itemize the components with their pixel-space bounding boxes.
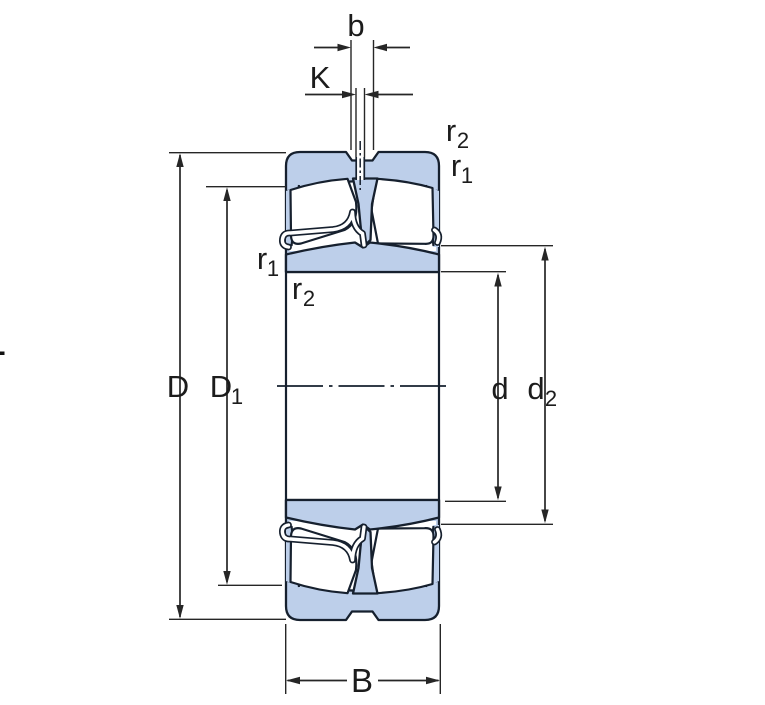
label-r1-left-base: r xyxy=(257,241,267,276)
label-D1-base: D xyxy=(210,369,232,404)
dim-K-arrow-left xyxy=(342,90,356,99)
dim-d-arrow-up xyxy=(494,272,502,287)
label-d2-base: d xyxy=(527,371,544,406)
dim-D: D xyxy=(167,152,286,620)
bearing-lower-half-mirror xyxy=(282,500,439,620)
label-b: b xyxy=(347,8,364,43)
dim-D1-arrow-up xyxy=(223,187,231,201)
dim-D-arrow-up xyxy=(176,153,184,167)
dim-B-extension-lines xyxy=(285,624,441,694)
cage-hook-right-inner xyxy=(432,228,441,245)
dim-D-extension-lines xyxy=(169,152,286,620)
dim-b: b xyxy=(314,8,410,150)
dim-K-extension-lines xyxy=(355,88,366,157)
dim-d: d xyxy=(441,271,509,502)
label-D1-sub: 1 xyxy=(231,384,243,409)
dim-d2: d 2 xyxy=(441,245,557,525)
dim-B-arrow-right xyxy=(426,676,440,685)
dim-K: K xyxy=(305,60,413,157)
label-r1-left-sub: 1 xyxy=(267,256,279,281)
stray-mark xyxy=(0,351,5,355)
dim-B-arrow-left xyxy=(286,676,300,685)
dim-D-arrow-down xyxy=(176,605,184,619)
bearing-upper-half xyxy=(278,150,443,274)
label-d2-sub: 2 xyxy=(545,386,557,411)
label-K: K xyxy=(310,60,331,95)
label-r2-top-sub: 2 xyxy=(457,128,469,153)
dim-d2-extension-lines xyxy=(441,245,553,525)
dim-D1-arrow-down xyxy=(223,571,231,585)
label-d: d xyxy=(491,371,508,406)
lubrication-hole xyxy=(356,159,365,180)
dim-d2-arrow-down xyxy=(541,509,549,524)
label-r2-left-base: r xyxy=(292,271,302,306)
label-r1-top-sub: 1 xyxy=(461,163,473,188)
label-r2-left-sub: 2 xyxy=(303,286,315,311)
lubrication-hole-sides xyxy=(355,157,366,180)
label-r2-top-base: r xyxy=(446,113,456,148)
dim-b-arrow-right xyxy=(373,43,387,52)
dim-d-extension-lines xyxy=(441,271,506,502)
chamfer-labels: r 2 r 1 r 1 r 2 xyxy=(257,113,473,311)
label-B: B xyxy=(351,662,373,699)
dim-B: B xyxy=(285,624,441,699)
dim-d2-arrow-up xyxy=(541,246,549,261)
dim-D1-extension-lines xyxy=(206,186,286,586)
roller-right xyxy=(370,177,435,245)
dim-D1: D 1 xyxy=(206,186,286,586)
label-D: D xyxy=(167,369,189,404)
label-r1-top-base: r xyxy=(451,148,461,183)
cage-band-inner xyxy=(280,210,366,249)
dim-b-arrow-left xyxy=(337,43,351,52)
dim-K-arrow-right xyxy=(364,90,379,99)
dim-d-arrow-down xyxy=(494,486,502,501)
